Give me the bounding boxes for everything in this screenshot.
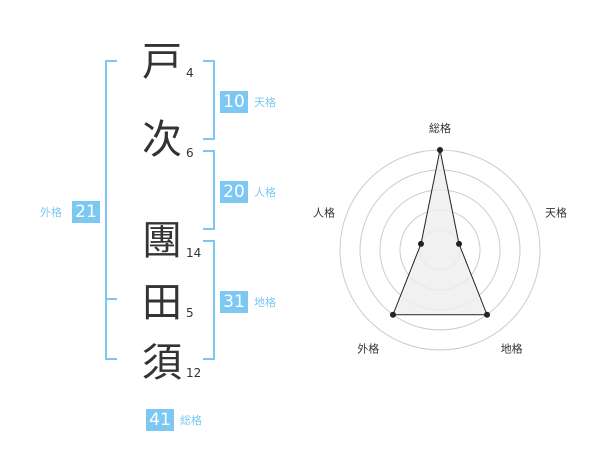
radar-point-4	[389, 311, 396, 318]
chikaku-value-badge: 31	[220, 291, 248, 313]
chikaku-label: 地格	[254, 296, 276, 309]
stroke-count-2: 6	[186, 146, 194, 160]
name-char-3: 團	[142, 218, 182, 264]
jinkaku-label: 人格	[254, 186, 276, 199]
stroke-count-3: 14	[186, 246, 202, 260]
name-char-2: 次	[142, 117, 182, 163]
radar-axis-label-4: 外格	[357, 342, 379, 356]
radar-point-1	[437, 147, 443, 153]
radar-point-5	[417, 240, 424, 247]
radar-points	[389, 147, 491, 318]
gaikaku-label: 外格	[40, 206, 62, 219]
radar-axis-label-1: 総格	[429, 121, 451, 135]
radar-point-2	[456, 240, 463, 247]
stroke-count-4: 5	[186, 306, 194, 320]
name-char-5: 須	[142, 340, 182, 386]
jinkaku-value-badge: 20	[220, 181, 248, 203]
soukaku-value-badge: 41	[146, 409, 174, 431]
radar-axis-label-3: 地格	[501, 342, 523, 356]
name-char-1: 戸	[142, 39, 182, 85]
radar-axis-label-2: 天格	[545, 205, 567, 219]
tenkaku-label: 天格	[254, 96, 276, 109]
name-char-4: 田	[142, 280, 182, 326]
stroke-count-1: 4	[186, 66, 194, 80]
soukaku-label: 総格	[180, 414, 202, 427]
radar-point-3	[484, 311, 491, 318]
radar-axis-label-5: 人格	[313, 205, 335, 219]
tenkaku-value-badge: 10	[220, 91, 248, 113]
stroke-count-5: 12	[186, 366, 202, 380]
radar-area	[392, 149, 488, 316]
gaikaku-value-badge: 21	[72, 201, 100, 223]
